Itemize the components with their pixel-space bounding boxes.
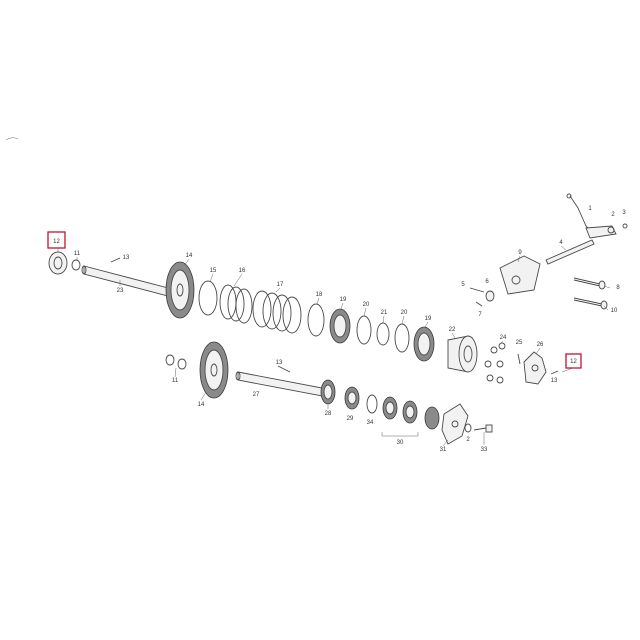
callout-box-12-left (47, 231, 66, 249)
part-18-washer (307, 303, 325, 337)
label-11-lower: 11 (172, 378, 179, 384)
label-28: 28 (325, 411, 332, 417)
stray-mark (5, 137, 19, 141)
label-19-second: 19 (425, 316, 432, 322)
part-26-ramp-plate (523, 351, 547, 385)
part-22-hub (447, 335, 478, 373)
part-12-bearing (48, 251, 68, 275)
label-27: 27 (253, 392, 260, 398)
part-29-bearing (344, 386, 360, 410)
part-3-nut (622, 223, 628, 229)
part-19-bearing-upper (329, 308, 351, 344)
part-20-washer (356, 315, 372, 345)
label-17: 17 (277, 282, 284, 288)
label-5: 5 (461, 282, 465, 288)
part-31-pump-impeller (424, 403, 469, 445)
label-21: 21 (381, 310, 388, 316)
part-20-washer-second (394, 323, 410, 353)
label-12-right: 12 (570, 359, 577, 365)
label-11-top: 11 (74, 251, 81, 257)
label-26: 26 (537, 342, 544, 348)
part-7-pin (475, 301, 483, 307)
part-33-screw (473, 424, 493, 433)
part-13-pin (110, 257, 121, 263)
part-23-shaft (81, 265, 169, 297)
label-2-lower: 2 (466, 437, 470, 443)
part-19-bearing-second (413, 326, 435, 362)
callout-box-12-right (565, 353, 582, 369)
part-13-pin-right (550, 370, 559, 375)
label-13-right: 13 (551, 378, 558, 384)
label-7: 7 (478, 312, 482, 318)
label-16: 16 (239, 268, 246, 274)
label-13-lower: 13 (276, 360, 283, 366)
label-13-top: 13 (123, 255, 130, 261)
label-34: 34 (367, 420, 374, 426)
label-24: 24 (500, 335, 507, 341)
part-17-spring (252, 290, 302, 334)
label-30: 30 (397, 440, 404, 446)
label-22: 22 (449, 327, 456, 333)
label-14-lower: 14 (198, 402, 205, 408)
label-9: 9 (518, 250, 522, 256)
part-13-pin-lower (277, 365, 291, 373)
part-11-circlips-lower (165, 354, 187, 370)
part-2-arm (585, 225, 617, 239)
part-9-housing (499, 255, 541, 295)
label-2-top: 2 (611, 212, 615, 218)
part-5-pin (469, 287, 485, 293)
part-27-shaft (235, 371, 323, 397)
part-1-lever (566, 193, 593, 233)
part-25-pin (517, 353, 521, 365)
leader-lines (57, 245, 611, 447)
part-24-balls (484, 342, 506, 384)
label-4: 4 (559, 240, 563, 246)
label-31: 31 (440, 447, 447, 453)
label-19-first: 19 (340, 297, 347, 303)
part-28-bearing (320, 379, 336, 405)
label-3: 3 (622, 210, 626, 216)
part-15-ring (198, 280, 218, 316)
part-16-spring (219, 284, 253, 324)
part-14-gear-lower (199, 341, 229, 399)
part-14-gear-upper (165, 261, 195, 319)
part-6-bushing (485, 290, 495, 302)
label-1: 1 (588, 206, 592, 212)
label-10: 10 (611, 308, 618, 314)
part-4-shaft (545, 239, 595, 265)
label-33: 33 (481, 447, 488, 453)
bracket-30 (381, 432, 419, 437)
label-12-left: 12 (53, 239, 60, 245)
part-34-washer (366, 394, 378, 414)
label-20-second: 20 (401, 310, 408, 316)
label-15: 15 (210, 268, 217, 274)
label-29: 29 (347, 416, 354, 422)
label-18: 18 (316, 292, 323, 298)
label-8: 8 (616, 285, 620, 291)
label-20-first: 20 (363, 302, 370, 308)
label-14-top: 14 (186, 253, 193, 259)
part-2-washer-lower (464, 423, 472, 433)
part-11-circlip (71, 259, 81, 271)
label-25: 25 (516, 340, 523, 346)
part-30-bearings (382, 396, 418, 424)
part-21-ring (376, 322, 390, 346)
part-10-bolt (573, 297, 608, 310)
label-23: 23 (117, 288, 124, 294)
label-6: 6 (485, 279, 489, 285)
part-8-bolt (573, 277, 606, 290)
